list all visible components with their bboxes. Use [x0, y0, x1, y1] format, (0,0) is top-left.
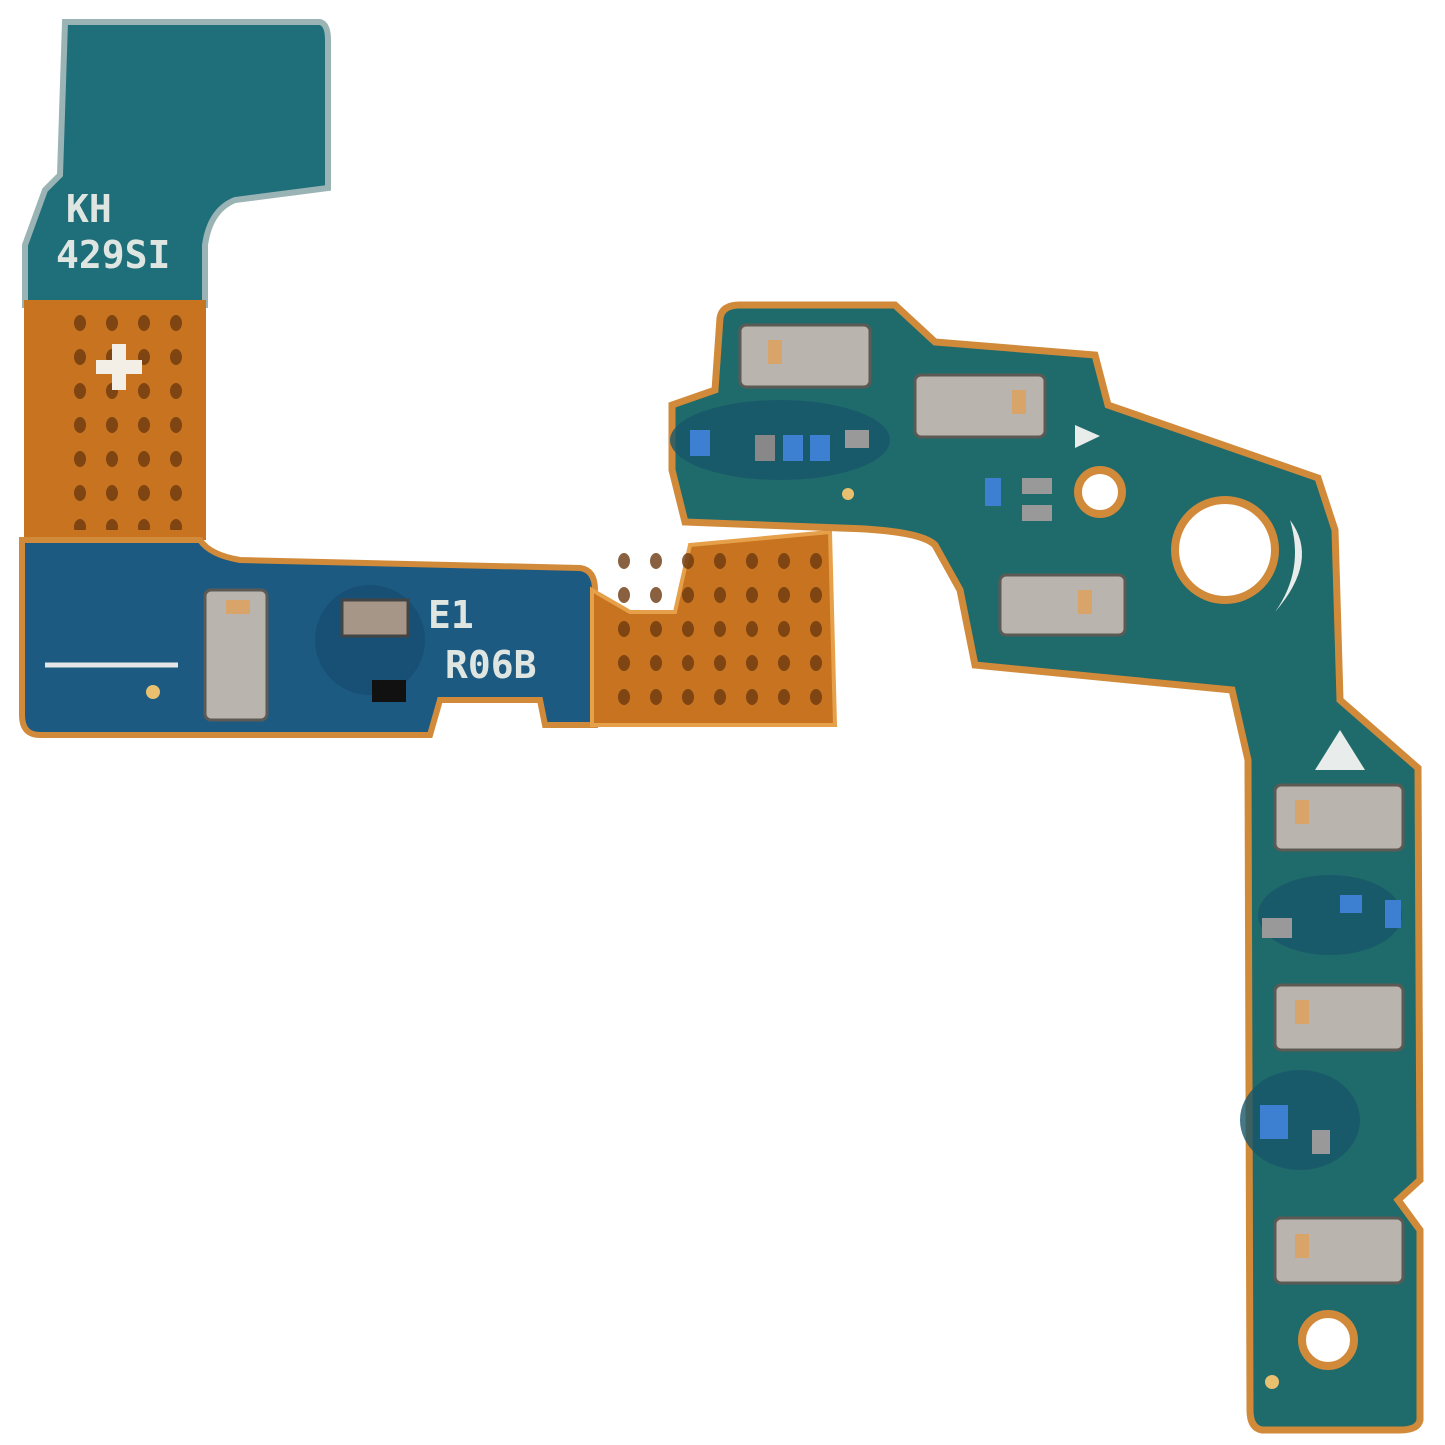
- silkscreen-kh: KH: [66, 187, 112, 231]
- mount-hole: [1171, 496, 1279, 604]
- plus-mark-icon: [96, 344, 142, 390]
- silkscreen-e1: E1: [428, 593, 474, 637]
- mount-hole: [1074, 466, 1126, 518]
- smd-components: [315, 400, 1402, 1170]
- mount-hole: [1298, 1310, 1358, 1370]
- silkscreen-r06b: R06B: [445, 643, 537, 687]
- blue-bar: [19, 537, 598, 738]
- silkscreen-429si: 429SI: [56, 233, 170, 277]
